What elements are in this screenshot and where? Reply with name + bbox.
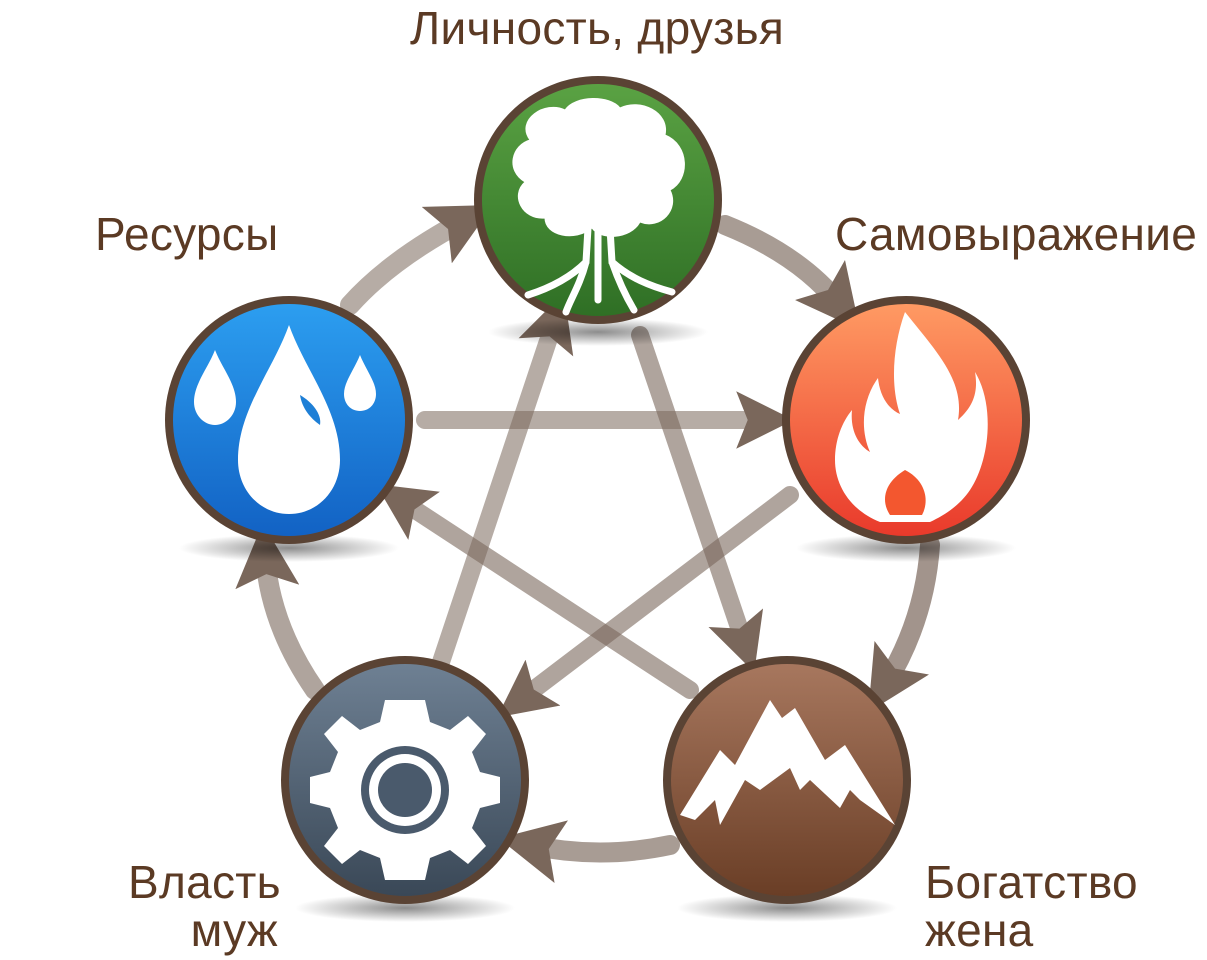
earth-circle [663,656,911,904]
circle-shadows [179,318,1016,922]
label-wood: Личность, друзья [410,2,785,54]
arrow-wood-to-earth [631,326,764,673]
label-metal-line2: муж [190,904,278,956]
flame-icon [835,312,988,522]
label-earth-line2: жена [925,904,1034,956]
arrow-fire-to-earth [868,535,940,713]
arrow-metal-to-water [235,523,325,700]
water-circle [165,296,413,544]
label-fire: Самовыражение [835,208,1198,260]
arrow-wood-to-fire [715,215,860,330]
generating-cycle-arrows [235,204,940,883]
label-metal-line1: Власть [128,856,281,908]
mountain-icon [680,700,895,825]
metal-circle [281,656,529,904]
label-earth: Богатство жена [925,858,1138,954]
label-water: Ресурсы [95,208,279,260]
arrow-fire-to-metal [497,486,799,718]
arrow-metal-to-wood [431,292,574,674]
arrow-water-to-wood [340,204,494,315]
gear-icon [310,700,500,880]
label-metal: Власть муж [128,856,281,956]
label-earth-line1: Богатство [925,856,1138,908]
arrow-earth-to-metal [498,820,680,883]
controlling-star-arrows [375,292,799,718]
tree-icon [512,98,685,316]
fire-circle [782,296,1030,544]
water-drops-icon [194,325,376,514]
arrow-earth-to-water [375,484,699,699]
wood-circle [474,76,722,324]
